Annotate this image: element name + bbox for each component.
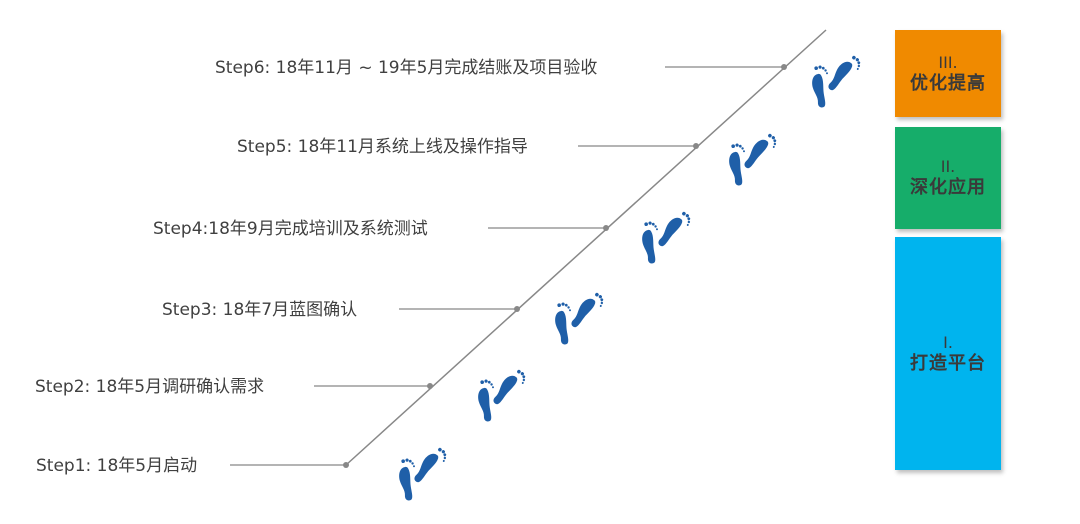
dot-step5 — [693, 143, 699, 149]
step3-label: Step3: 18年7月蓝图确认 — [162, 300, 357, 320]
footprints-icon — [809, 52, 864, 109]
footprints-icon — [475, 366, 529, 423]
footprints-icon — [639, 208, 694, 265]
phase-box-3: III. 优化提高 — [895, 30, 1001, 117]
step-dots — [343, 64, 787, 468]
dot-step6 — [781, 64, 787, 70]
connector-lines — [230, 66, 784, 466]
footprints-icon — [552, 289, 607, 346]
phase1-name: 打造平台 — [910, 352, 986, 374]
step6-label: Step6: 18年11月 ~ 19年5月完成结账及项目验收 — [215, 58, 597, 78]
dot-step1 — [343, 462, 349, 468]
step4-label: Step4:18年9月完成培训及系统测试 — [153, 219, 428, 239]
phase2-name: 深化应用 — [910, 177, 986, 198]
timeline-diagonal — [345, 29, 827, 466]
footprints-icon — [396, 444, 450, 502]
phase-box-2: II. 深化应用 — [895, 127, 1001, 229]
phase2-number: II. — [940, 157, 956, 176]
step2-label: Step2: 18年5月调研确认需求 — [35, 377, 264, 397]
dot-step2 — [427, 383, 433, 389]
phase1-number: I. — [943, 332, 953, 352]
phase-box-1: I. 打造平台 — [895, 237, 1001, 470]
step1-label: Step1: 18年5月启动 — [36, 456, 197, 476]
dot-step3 — [514, 306, 520, 312]
dot-step4 — [603, 225, 609, 231]
phase3-name: 优化提高 — [910, 72, 986, 94]
footprints-icon — [726, 130, 780, 187]
step5-label: Step5: 18年11月系统上线及操作指导 — [237, 137, 528, 157]
phase3-number: III. — [938, 52, 958, 72]
